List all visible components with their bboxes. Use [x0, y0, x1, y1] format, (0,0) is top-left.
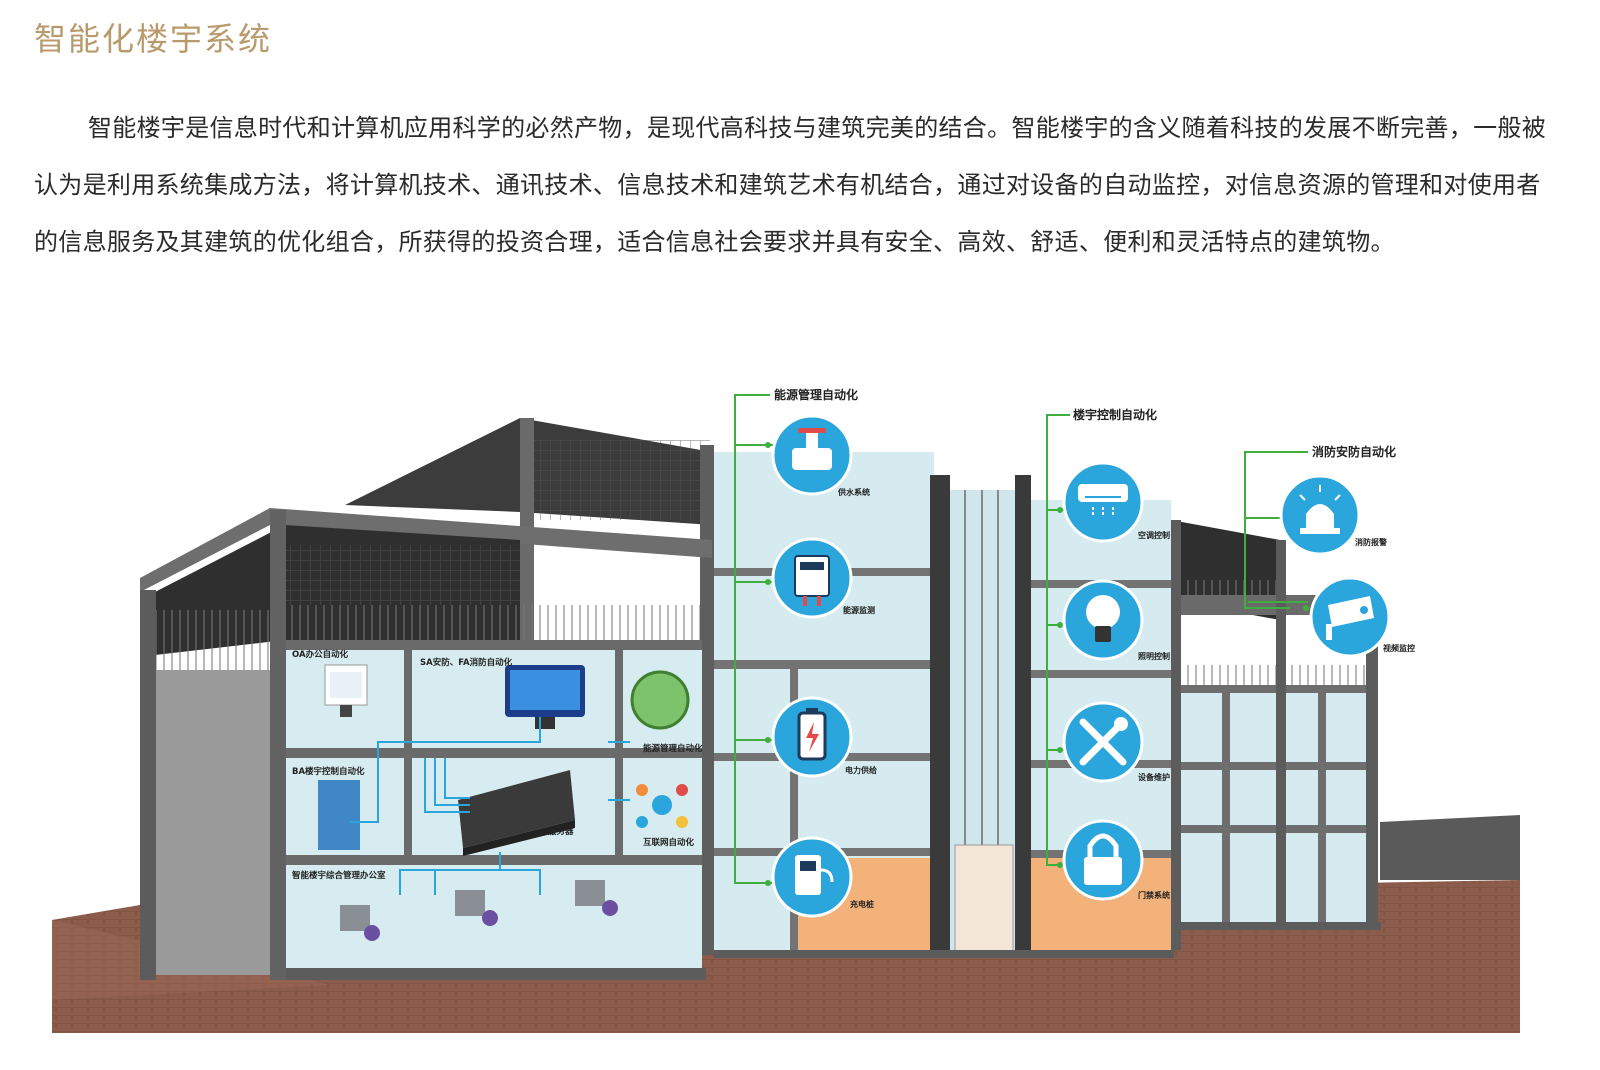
node-light: 照明控制 [1062, 579, 1170, 661]
node-water-label: 供水系统 [837, 487, 870, 497]
room-oa-label: OA办公自动化 [292, 649, 349, 660]
node-door: 门禁系统 [1062, 819, 1170, 901]
charging-pile-icon [795, 855, 834, 895]
node-door-label: 门禁系统 [1138, 890, 1170, 900]
air-conditioner-icon [1078, 484, 1128, 517]
node-alarm-label: 消防报警 [1355, 537, 1387, 547]
group-labels: 能源管理自动化 楼宇控制自动化 消防安防自动化 [774, 387, 1396, 459]
node-ac-label: 空调控制 [1138, 530, 1170, 540]
room-ba-label: BA楼宇控制自动化 [292, 766, 365, 777]
node-power-label: 电力供给 [845, 765, 877, 775]
node-light-label: 照明控制 [1138, 651, 1170, 661]
node-charge: 充电桩 [771, 836, 874, 918]
cctv-camera-icon [1326, 596, 1374, 640]
building [140, 418, 1381, 980]
room-labels: OA办公自动化 SA安防、FA消防自动化 能源管理自动化 BA楼宇控制自动化 服… [291, 649, 703, 881]
node-cctv: 视频监控 [1309, 576, 1415, 658]
energy-meter-icon [794, 555, 830, 606]
node-power: 电力供给 [771, 696, 877, 778]
battery-icon [797, 708, 827, 761]
water-valve-icon [792, 428, 832, 470]
interior-illustrations [318, 664, 690, 941]
room-office-label: 智能楼宇综合管理办公室 [291, 870, 386, 881]
group-fire-label: 消防安防自动化 [1312, 444, 1396, 459]
page-title: 智能化楼宇系统 [34, 20, 273, 58]
node-meter: 能源监测 [771, 537, 875, 619]
room-server-label: 服务器 [548, 826, 574, 837]
node-cctv-label: 视频监控 [1383, 643, 1415, 653]
alarm-light-icon [1299, 485, 1341, 534]
system-nodes: 供水系统 能源监测 电力供给 [771, 414, 1415, 918]
node-alarm: 消防报警 [1279, 474, 1387, 556]
node-ac: 空调控制 [1062, 461, 1170, 543]
room-net-label: 互联网自动化 [643, 837, 695, 848]
padlock-icon [1084, 833, 1122, 885]
node-meter-label: 能源监测 [843, 605, 875, 615]
group-energy-label: 能源管理自动化 [774, 387, 858, 402]
node-water: 供水系统 [771, 414, 870, 497]
room-em-label: 能源管理自动化 [643, 743, 703, 754]
node-repair-label: 设备维护 [1138, 772, 1170, 782]
wrench-screwdriver-icon [1079, 717, 1128, 766]
intro-paragraph: 智能楼宇是信息时代和计算机应用科学的必然产物，是现代高科技与建筑完美的结合。智能… [34, 114, 1546, 256]
group-building-label: 楼宇控制自动化 [1073, 407, 1157, 422]
node-repair: 设备维护 [1062, 701, 1170, 783]
light-bulb-icon [1086, 595, 1120, 642]
room-sa-label: SA安防、FA消防自动化 [420, 657, 513, 668]
server-rack [458, 770, 575, 856]
node-charge-label: 充电桩 [850, 899, 874, 909]
